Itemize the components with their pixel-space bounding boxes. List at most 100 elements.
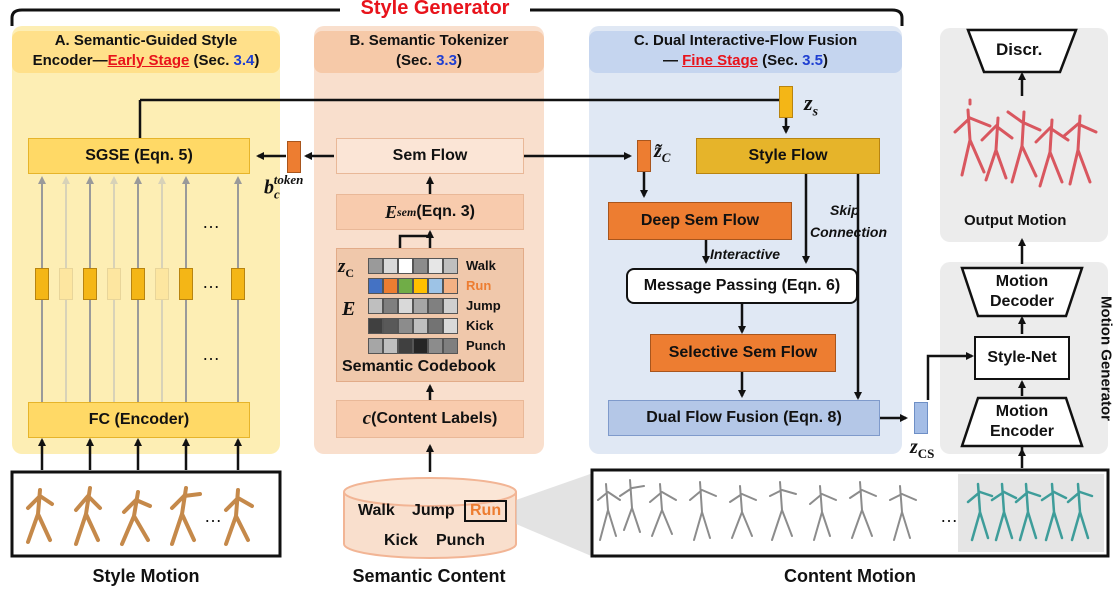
codebook-cell — [368, 338, 383, 354]
codebook-cell — [443, 318, 458, 334]
e-label: E — [342, 298, 356, 320]
codebook-cell — [398, 278, 413, 294]
ellipsis: … — [202, 272, 220, 292]
esem-symbol: E — [384, 201, 397, 222]
codebook-cell — [368, 278, 383, 294]
skip-label: Skip — [830, 202, 860, 218]
codebook-title: Semantic Codebook — [342, 358, 496, 375]
b-token-sup: token — [273, 172, 304, 187]
panel-c-sec-number: 3.5 — [802, 52, 824, 69]
discr-label: Discr. — [996, 40, 1043, 59]
codebook-cell — [383, 258, 398, 274]
content-labels-text: (Content Labels) — [371, 410, 498, 427]
codebook-cell — [428, 338, 443, 354]
zc-tilde-symbol: z̃ — [654, 140, 662, 162]
content-word-run: Run — [464, 500, 508, 522]
motion-encoder-line1: Motion — [995, 403, 1049, 420]
panel-b-title: B. Semantic Tokenizer (Sec. 3.3) — [314, 31, 544, 73]
codebook-cell — [428, 298, 443, 314]
selective-sem-flow-box: Selective Sem Flow — [650, 334, 836, 372]
panel-b-title-line1: B. Semantic Tokenizer — [349, 32, 509, 49]
codebook-cell — [413, 298, 428, 314]
codebook-cell — [413, 278, 428, 294]
codebook-cell — [413, 258, 428, 274]
zc-label: zC — [338, 256, 354, 281]
codebook-row-label: Walk — [466, 258, 496, 273]
codebook-cell — [383, 338, 398, 354]
feature-block — [35, 268, 49, 300]
codebook-cell — [383, 298, 398, 314]
message-passing-box: Message Passing (Eqn. 6) — [626, 268, 858, 304]
feature-block — [155, 268, 169, 300]
panel-a-sec-prefix: (Sec. — [189, 52, 234, 69]
sgse-box: SGSE (Eqn. 5) — [28, 138, 250, 174]
style-generator-title: Style Generator — [360, 0, 510, 19]
codebook-cell — [398, 338, 413, 354]
b-token-sub: c — [274, 186, 280, 202]
panel-b-title-line2: (Sec. 3.3) — [314, 51, 544, 71]
encoder-shape — [960, 396, 1084, 448]
motion-decoder-line1: Motion — [995, 273, 1049, 290]
panel-b-sec-close: ) — [456, 52, 462, 69]
codebook-cell — [428, 318, 443, 334]
panel-a — [12, 26, 280, 454]
output-motion-label: Output Motion — [964, 212, 1067, 229]
fine-stage-link: Fine Stage — [682, 52, 758, 69]
ellipsis: … — [202, 344, 220, 364]
panel-b-sec-number: 3.3 — [436, 52, 457, 69]
feature-block — [107, 268, 121, 300]
panel-c-title-line1: C. Dual Interactive-Flow Fusion — [633, 32, 858, 49]
semantic-content-caption: Semantic Content — [352, 566, 506, 586]
panel-c-dash: — — [662, 52, 683, 69]
zs-sub: s — [812, 104, 819, 120]
panel-c-sec-close: ) — [823, 52, 829, 69]
codebook-cell — [383, 278, 398, 294]
codebook-cell — [428, 258, 443, 274]
codebook-row-label: Run — [466, 278, 492, 293]
zc-symbol: z — [338, 256, 346, 277]
codebook-cell — [443, 298, 458, 314]
codebook-cell — [383, 318, 398, 334]
panel-a-title-encoder: Encoder— — [32, 52, 108, 69]
codebook-row-label: Punch — [466, 338, 506, 353]
codebook-cell — [368, 318, 383, 334]
content-labels-box: c (Content Labels) — [336, 400, 524, 438]
b-token-symbol: b — [264, 176, 274, 199]
b-token-label: bctoken — [264, 172, 309, 203]
codebook-cell — [428, 278, 443, 294]
panel-a-sec-close: ) — [254, 52, 260, 69]
feature-block — [131, 268, 145, 300]
zcs-block — [914, 402, 928, 434]
codebook-cell — [368, 258, 383, 274]
zcs-label: zCS — [910, 436, 934, 462]
zs-block — [779, 86, 793, 118]
feature-block — [83, 268, 97, 300]
feature-block — [59, 268, 73, 300]
zcs-symbol: z — [910, 436, 918, 458]
codebook-cell — [443, 338, 458, 354]
panel-c — [589, 26, 902, 454]
content-motion-caption: Content Motion — [784, 566, 916, 586]
deep-sem-flow-box: Deep Sem Flow — [608, 202, 792, 240]
zs-label: zs — [804, 90, 818, 120]
zc-tilde-block — [637, 140, 651, 172]
panel-a-title-line2: Encoder—Early Stage (Sec. 3.4) — [12, 51, 280, 71]
style-flow-box: Style Flow — [696, 138, 880, 174]
motion-generator-label: Motion Generator — [1097, 295, 1115, 421]
zc-tilde-sub: C — [661, 150, 671, 165]
zcs-sub: CS — [917, 446, 935, 461]
codebook-row-label: Jump — [466, 298, 501, 313]
discr-shape — [966, 28, 1078, 74]
content-word-jump: Jump — [412, 502, 455, 519]
zs-symbol: z — [804, 90, 813, 115]
panel-b-sec-prefix: (Sec. — [396, 52, 437, 69]
panel-c-title: C. Dual Interactive-Flow Fusion — Fine S… — [589, 31, 902, 73]
panel-a-title-line1: A. Semantic-Guided Style — [54, 32, 238, 49]
motion-decoder-label: Motion Decoder — [980, 272, 1064, 312]
codebook-cell — [443, 258, 458, 274]
panel-a-title: A. Semantic-Guided Style Encoder—Early S… — [12, 31, 280, 73]
codebook-cell — [443, 278, 458, 294]
content-labels-symbol: c — [362, 408, 372, 429]
zc-tilde-label: z̃C — [654, 140, 670, 166]
